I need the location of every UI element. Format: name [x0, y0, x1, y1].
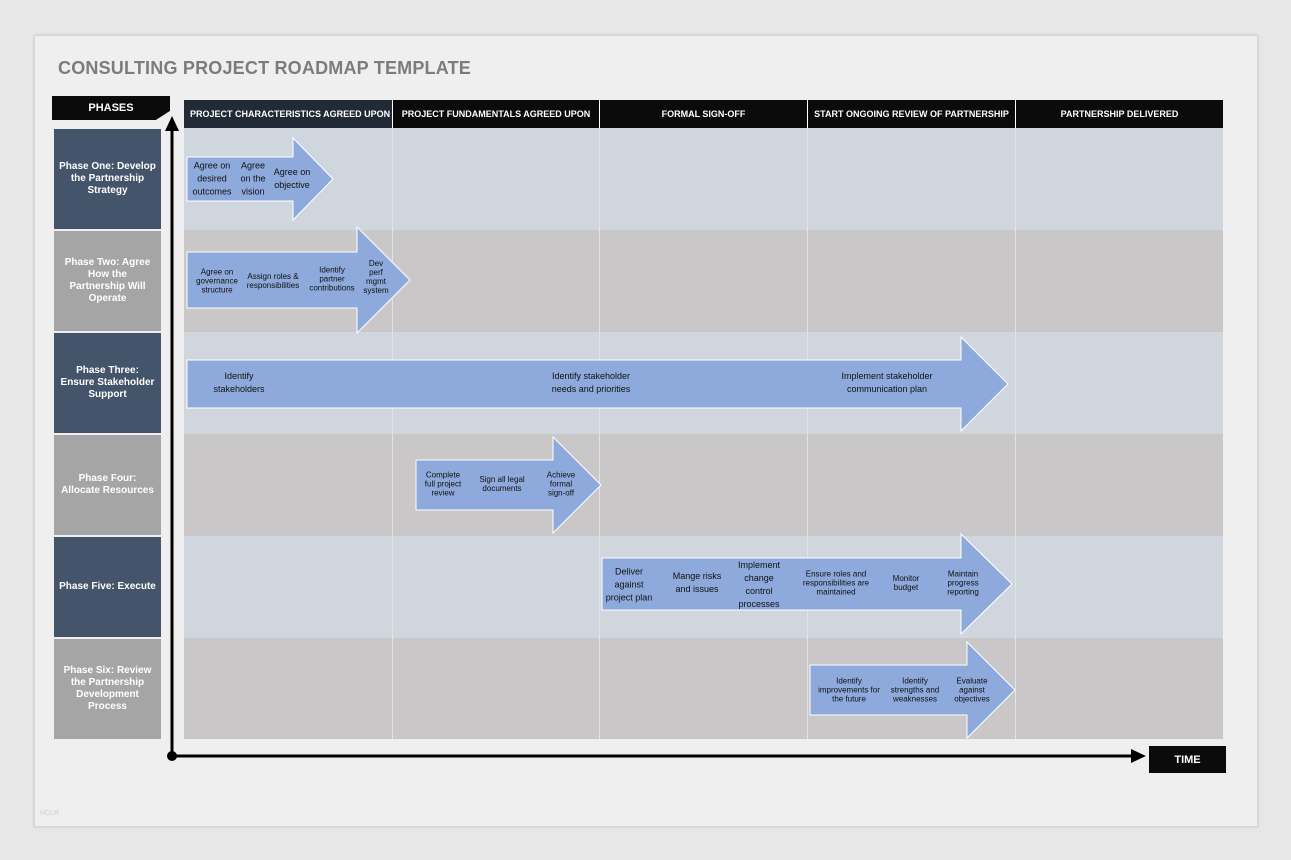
- row-phase-1: [184, 128, 1223, 230]
- task-label: Sign all legal documents: [479, 475, 525, 493]
- task-label: Monitor budget: [892, 574, 920, 592]
- task-label: Identify partner contributions: [309, 265, 355, 293]
- time-label: TIME: [1149, 746, 1226, 773]
- axes: [165, 116, 1146, 763]
- task-label: Agree on desired outcomes: [192, 160, 232, 197]
- phase-label-1: Phase One: Develop the Partnership Strat…: [54, 129, 161, 229]
- phase-label-2: Phase Two: Agree How the Partnership Wil…: [54, 231, 161, 331]
- phase-4-arrow: [415, 435, 602, 535]
- milestone-header: START ONGOING REVIEW OF PARTNERSHIP: [808, 100, 1016, 128]
- task-label: Complete full project review: [424, 470, 462, 498]
- milestone-header: PROJECT FUNDAMENTALS AGREED UPON: [393, 100, 600, 128]
- milestone-header: PARTNERSHIP DELIVERED: [1016, 100, 1223, 128]
- task-label: Assign roles & responsibilities: [246, 272, 300, 290]
- phase-label-5: Phase Five: Execute: [54, 537, 161, 637]
- task-label: Identify stakeholder needs and prioritie…: [551, 371, 631, 394]
- x-axis-arrowhead: [1131, 749, 1146, 763]
- task-label: Deliver against project plan: [605, 566, 653, 603]
- task-label: Agree on governance structure: [196, 267, 238, 295]
- row-phase-4: [184, 434, 1223, 536]
- axis-origin: [167, 751, 177, 761]
- phase-3-arrow: [186, 335, 1009, 433]
- y-axis-arrowhead: [165, 116, 179, 131]
- task-label: Evaluate against objectives: [954, 676, 990, 704]
- task-label: Implement stakeholder communication plan: [841, 371, 933, 394]
- phase-1-arrow: [186, 136, 334, 222]
- task-label: Identify stakeholders: [213, 371, 265, 394]
- task-label: Dev perf mgmt system: [363, 259, 389, 295]
- task-label: Ensure roles and responsibilities are ma…: [802, 569, 870, 597]
- milestone-header: PROJECT CHARACTERISTICS AGREED UPON: [184, 100, 393, 128]
- row-phase-6: [184, 638, 1223, 739]
- watermark: HCLR: [40, 810, 60, 817]
- phase-5-arrow: [601, 532, 1013, 636]
- page-title: CONSULTING PROJECT ROADMAP TEMPLATE: [58, 58, 472, 78]
- task-label: Mange risks and issues: [672, 571, 722, 594]
- grid-divider: [1015, 128, 1016, 739]
- task-label: Agree on objective: [273, 167, 311, 190]
- grid-divider: [599, 128, 600, 739]
- phase-6-arrow: [809, 640, 1016, 740]
- task-label: Agree on the vision: [240, 160, 266, 197]
- task-label: Implement change control processes: [737, 560, 781, 609]
- task-label: Achieve formal sign-off: [546, 470, 576, 498]
- phase-label-6: Phase Six: Review the Partnership Develo…: [54, 639, 161, 739]
- milestone-header: FORMAL SIGN-OFF: [600, 100, 808, 128]
- phase-label-3: Phase Three: Ensure Stakeholder Support: [54, 333, 161, 433]
- phase-2-arrow: [186, 225, 411, 335]
- phases-label: PHASES: [52, 96, 170, 120]
- grid-divider: [807, 128, 808, 739]
- grid-divider: [392, 128, 393, 739]
- task-label: Identify improvements for the future: [818, 676, 880, 704]
- task-label: Identify strengths and weaknesses: [890, 676, 940, 704]
- task-label: Maintain progress reporting: [947, 569, 979, 597]
- phase-label-4: Phase Four: Allocate Resources: [54, 435, 161, 535]
